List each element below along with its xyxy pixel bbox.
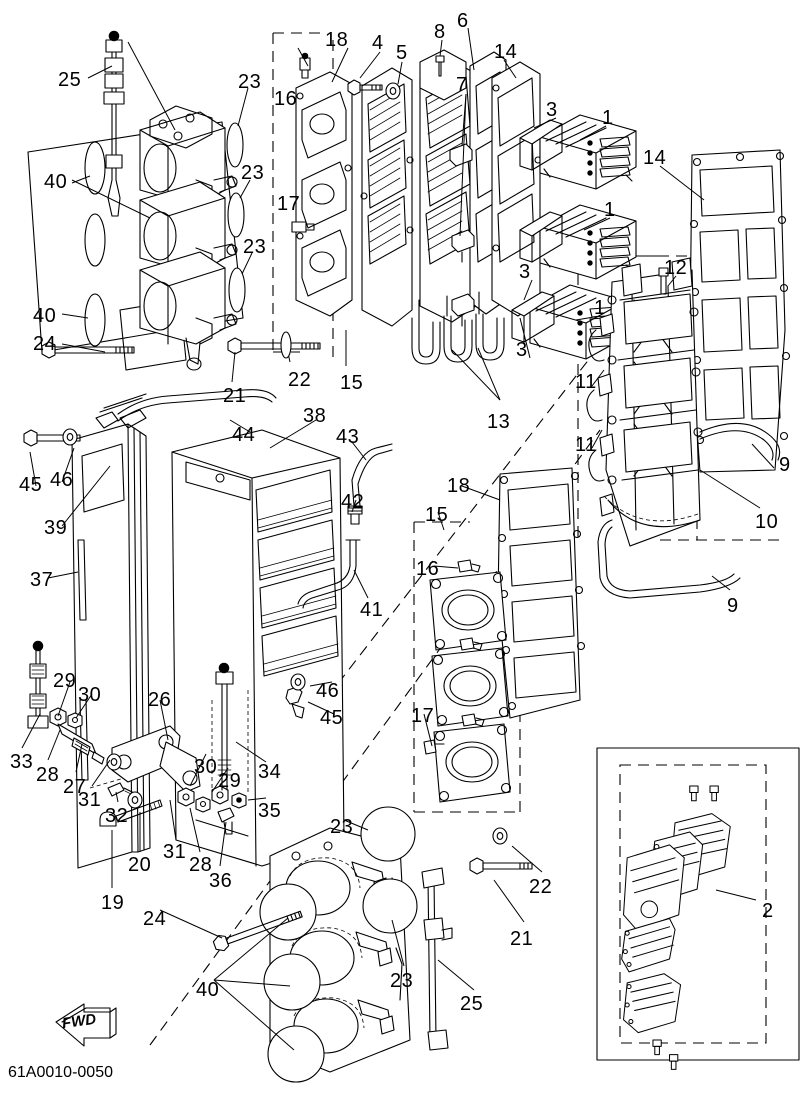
callout-number-25: 25 — [460, 993, 484, 1015]
callout-number-4: 4 — [372, 32, 384, 54]
callout-number-10: 10 — [755, 511, 779, 533]
callout-number-27: 27 — [63, 776, 87, 798]
callout-number-22: 22 — [529, 876, 553, 898]
callout-number-11: 11 — [575, 371, 597, 393]
callout-number-21: 21 — [223, 385, 247, 407]
callout-number-19: 19 — [101, 892, 125, 914]
callout-number-17: 17 — [411, 705, 435, 727]
callout-number-11: 11 — [575, 434, 597, 456]
callout-number-24: 24 — [143, 908, 167, 930]
callout-number-42: 42 — [341, 491, 365, 513]
callout-number-25: 25 — [58, 69, 82, 91]
callout-number-13: 13 — [487, 411, 511, 433]
callout-number-18: 18 — [325, 29, 349, 51]
callout-number-23: 23 — [241, 162, 265, 184]
callout-number-29: 29 — [218, 770, 242, 792]
callout-number-46: 46 — [50, 469, 74, 491]
callout-number-45: 45 — [320, 707, 344, 729]
callout-number-9: 9 — [779, 454, 791, 476]
callout-number-17: 17 — [277, 193, 301, 215]
callout-number-3: 3 — [546, 99, 558, 121]
callout-number-2: 2 — [762, 900, 774, 922]
callout-number-30: 30 — [78, 684, 102, 706]
callout-number-39: 39 — [44, 517, 68, 539]
callout-number-1: 1 — [602, 107, 614, 129]
callout-number-14: 14 — [643, 147, 667, 169]
callout-number-12: 12 — [664, 257, 688, 279]
callout-number-30: 30 — [194, 756, 218, 778]
callout-number-15: 15 — [340, 372, 364, 394]
callout-number-38: 38 — [303, 405, 327, 427]
callout-number-1: 1 — [604, 199, 616, 221]
callout-number-8: 8 — [434, 21, 446, 43]
callout-number-9: 9 — [727, 595, 739, 617]
callout-number-31: 31 — [163, 841, 187, 863]
callout-number-33: 33 — [10, 751, 34, 773]
callout-number-37: 37 — [30, 569, 54, 591]
callout-number-40: 40 — [33, 305, 57, 327]
callout-number-29: 29 — [53, 670, 77, 692]
callout-number-18: 18 — [447, 475, 471, 497]
callout-number-23: 23 — [330, 816, 354, 838]
callout-number-44: 44 — [232, 424, 256, 446]
part-number-label: 61A0010-0050 — [8, 1064, 113, 1081]
callout-number-35: 35 — [258, 800, 282, 822]
callout-number-16: 16 — [274, 88, 298, 110]
callout-number-23: 23 — [243, 236, 267, 258]
callout-number-28: 28 — [36, 764, 60, 786]
callout-number-3: 3 — [519, 261, 531, 283]
callout-number-41: 41 — [360, 599, 384, 621]
callout-number-32: 32 — [105, 805, 129, 827]
callout-number-46: 46 — [316, 680, 340, 702]
callout-number-7: 7 — [456, 74, 468, 96]
callout-number-36: 36 — [209, 870, 233, 892]
callout-number-24: 24 — [33, 333, 57, 355]
callout-number-16: 16 — [416, 558, 440, 580]
callout-number-22: 22 — [288, 369, 312, 391]
callout-number-34: 34 — [258, 761, 282, 783]
callout-number-23: 23 — [238, 71, 262, 93]
callout-number-14: 14 — [494, 41, 518, 63]
callout-number-6: 6 — [457, 10, 469, 32]
callout-number-40: 40 — [44, 171, 68, 193]
callout-number-5: 5 — [396, 42, 408, 64]
callout-number-28: 28 — [189, 854, 213, 876]
callout-number-21: 21 — [510, 928, 534, 950]
callout-number-43: 43 — [336, 426, 360, 448]
callout-number-3: 3 — [516, 339, 528, 361]
callout-number-20: 20 — [128, 854, 152, 876]
callout-number-23: 23 — [390, 970, 414, 992]
callout-number-40: 40 — [196, 979, 220, 1001]
callout-number-31: 31 — [78, 789, 102, 811]
callout-number-1: 1 — [594, 297, 606, 319]
callout-number-45: 45 — [19, 474, 43, 496]
callout-number-15: 15 — [425, 504, 449, 526]
callout-number-26: 26 — [148, 689, 172, 711]
